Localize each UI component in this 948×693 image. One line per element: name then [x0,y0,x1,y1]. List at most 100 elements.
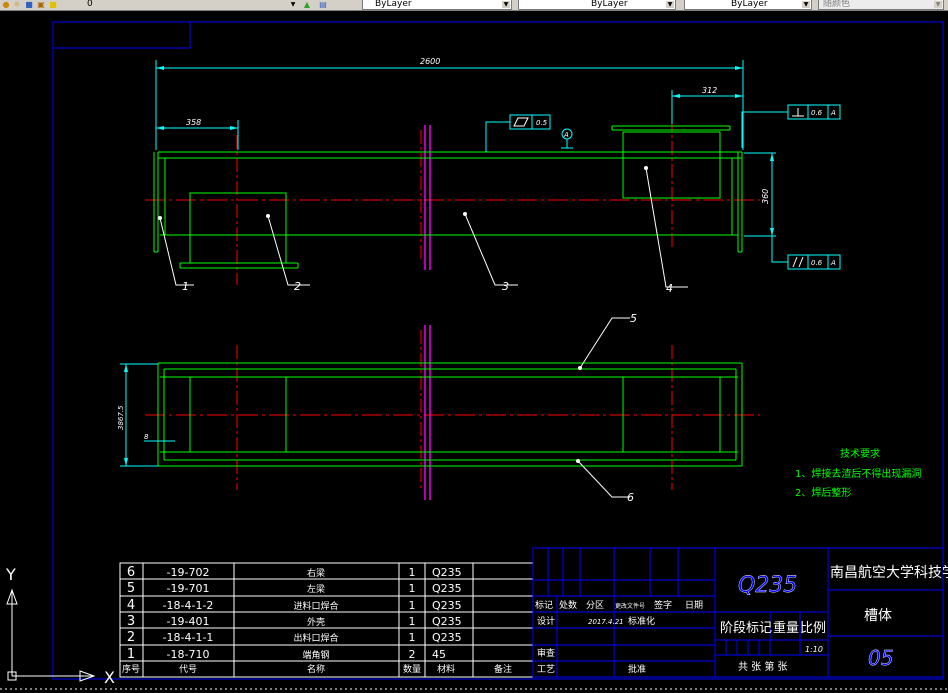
balloon-5: 5 [630,312,637,325]
scale-label: 比例 [800,621,826,636]
dim-total-length: 2600 [420,57,440,66]
dim-plan-width: 3867.5 [117,405,125,430]
color-swatch-icon: ■ [49,0,57,9]
bom-cell-code: -19-702 [167,566,210,579]
design-date: 2017.4.21 [588,618,624,626]
bom-cell-code: -18-4-1-1 [163,631,214,644]
rev-header-mark: 标记 [535,599,553,611]
bom-cell-qty: 1 [409,566,416,579]
plan-view [145,317,760,500]
bom-table [119,562,534,678]
bom-cell-no: 2 [127,630,135,645]
bom-cell-qty: 1 [409,615,416,628]
dimension-arrows [156,66,774,236]
front-dimensions [155,60,841,270]
linetype-value: ByLayer [591,0,628,9]
layer-previous-icon[interactable]: ▤ [319,0,327,9]
bom-header-qty: 数量 [403,663,421,675]
chevron-down-icon[interactable]: ▼ [802,1,810,8]
fcf-perp-datum: A [830,109,836,117]
chevron-down-icon[interactable]: ▼ [502,1,510,8]
material-title: Q235 [738,573,797,598]
school-name: 南昌航空大学科技学院 [830,565,948,581]
note-item-1: 1、焊接去渣后不得出现漏洞 [795,467,921,480]
bom-cell-code: -18-710 [167,648,210,661]
balloon-1: 1 [182,280,189,293]
bom-cell-material: 45 [432,648,446,661]
lineweight-dropdown[interactable]: ByLayer ▼ [684,0,812,10]
bom-cell-code: -19-401 [167,615,210,628]
lock-icon[interactable]: ▣ [37,0,45,9]
front-view [145,95,760,288]
standard-label: 标准化 [628,615,655,627]
title-block [532,547,944,678]
plotstyle-value: 随颜色 [823,0,851,9]
part-name: 槽体 [864,608,892,624]
rev-header-doc: 更改文件号 [615,602,645,610]
chevron-down-icon[interactable]: ▼ [289,1,297,8]
plotstyle-dropdown: 随颜色 ▼ [818,0,944,10]
make-current-layer-icon[interactable]: ▲ [303,0,311,9]
bom-cell-name: 出料口焊合 [293,632,338,644]
fcf-perp-value: 0.6 [811,109,823,117]
bom-cell-material: Q235 [432,582,462,595]
chevron-down-icon: ▼ [934,1,942,8]
balloon-6: 6 [627,491,634,504]
balloon-3: 3 [502,280,509,293]
bom-cell-name: 外壳 [307,616,325,628]
bom-header-remark: 备注 [494,663,512,675]
lineweight-value: ByLayer [731,0,768,9]
bom-cell-qty: 2 [409,648,416,661]
color-value: ByLayer [375,0,412,9]
bom-cell-qty: 1 [409,631,416,644]
bom-header-no: 序号 [122,663,140,675]
bom-cell-name: 进料口焊合 [293,600,338,612]
lightbulb-icon[interactable]: ● [2,0,10,9]
chevron-down-icon[interactable]: ▼ [666,1,674,8]
bom-cell-name: 端角钢 [302,649,329,661]
rev-header-count: 处数 [559,599,577,611]
linetype-dropdown[interactable]: ByLayer ▼ [518,0,676,10]
bom-cell-no: 6 [127,565,135,580]
bom-cell-material: Q235 [432,599,462,612]
weight-label: 重量 [773,620,799,636]
bom-header-name: 名称 [307,663,325,675]
notes-title: 技术要求 [840,447,880,460]
bom-header-code: 代号 [179,664,197,675]
bom-cell-no: 1 [127,647,135,662]
bom-cell-qty: 1 [409,599,416,612]
datum-label: A [563,131,569,139]
drawing-frame [52,21,944,680]
bom-cell-qty: 1 [409,582,416,595]
ucs-x-label: X [104,668,115,687]
fcf-parallel-datum: A [830,259,836,267]
rev-header-zone: 分区 [586,600,604,611]
fcf-symbols [513,108,804,268]
bom-cell-no: 4 [127,598,135,613]
color-dropdown[interactable]: ByLayer ▼ [362,0,512,10]
properties-toolbar: ● ☼ ■ ▣ ■ 0 ▼ ▲ ▤ ByLayer ▼ ByLayer ▼ By… [0,0,948,11]
review-label: 审查 [537,647,555,659]
bom-cell-material: Q235 [432,631,462,644]
dim-small-gap: 8 [144,433,149,441]
bom-cell-no: 5 [127,581,135,596]
bom-cell-name: 右梁 [307,567,325,579]
dim-height: 360 [761,189,770,204]
bom-cell-code: -18-4-1-2 [163,599,214,612]
bom-cell-material: Q235 [432,566,462,579]
rev-header-sign: 签字 [654,599,672,611]
sun-icon[interactable]: ☼ [13,0,21,9]
freeze-icon[interactable]: ■ [25,0,33,9]
fcf-flatness-value: 0.5 [536,119,548,127]
drawing-canvas[interactable]: 2600 358 312 360 0.5 0.6 A 0.6 A A 1 2 3… [0,10,948,693]
bom-cell-code: -19-701 [167,582,210,595]
design-label: 设计 [537,615,555,627]
bom-cell-no: 3 [127,614,135,629]
scale-value: 1:10 [805,645,823,654]
drawing-number: 05 [868,646,893,670]
layer-dropdown[interactable]: 0 ▼ [62,0,298,10]
ucs-y-label: Y [5,565,16,584]
layer-value: 0 [87,0,93,9]
sheets-label: 共 张 第 张 [738,660,788,673]
